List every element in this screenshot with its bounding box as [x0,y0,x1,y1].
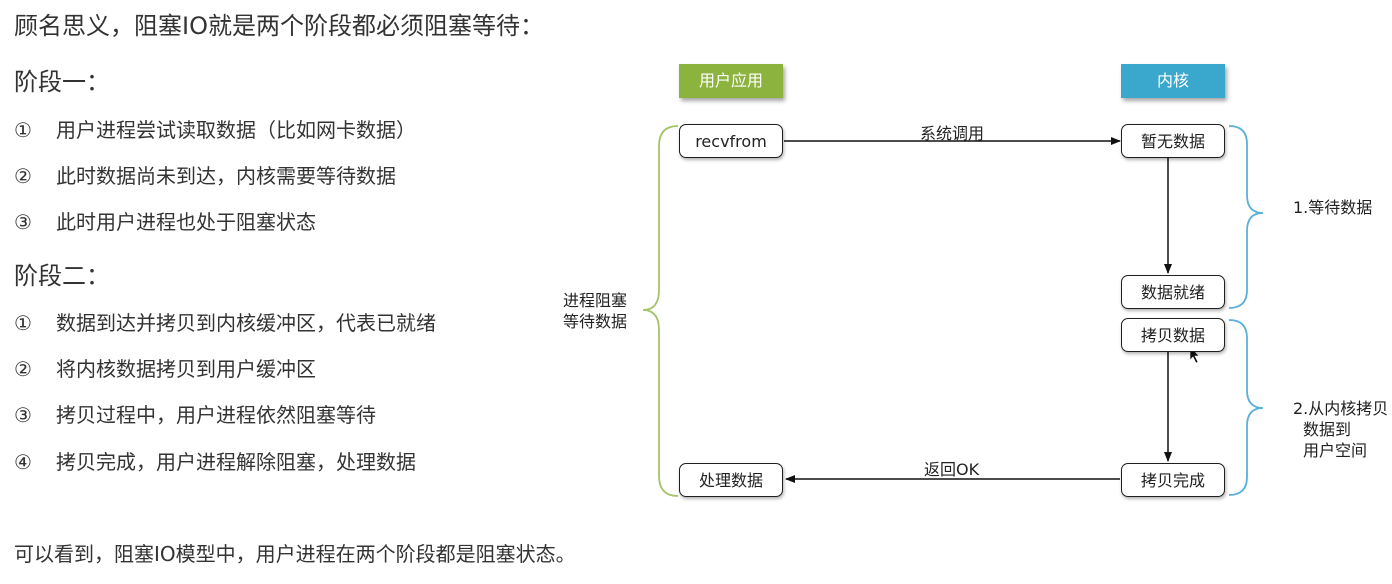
left-brace-label: 进程阻塞 等待数据 [563,290,627,332]
left-brace-label-line: 等待数据 [563,312,628,331]
process-data-node: 处理数据 [679,463,783,497]
right-brace-1-label: 1.等待数据 [1293,197,1372,218]
step-number: ① [14,311,32,335]
stage2-step-3: ③ 拷贝过程中，用户进程依然阻塞等待 [14,399,376,428]
left-brace-label-line: 进程阻塞 [563,291,628,310]
stage2-heading: 阶段二： [14,262,110,290]
step-text: 拷贝完成，用户进程解除阻塞，处理数据 [56,450,416,474]
stage1-heading: 阶段一： [14,68,110,96]
step-text: 此时用户进程也处于阻塞状态 [56,210,316,234]
right-brace-2-label-line: 数据到 [1303,420,1352,439]
conclusion-text: 可以看到，阻塞IO模型中，用户进程在两个阶段都是阻塞状态。 [14,542,576,566]
step-text: 拷贝过程中，用户进程依然阻塞等待 [56,403,376,427]
no-data-node: 暂无数据 [1121,124,1225,158]
step-text: 将内核数据拷贝到用户缓冲区 [56,357,316,381]
step-number: ④ [14,450,32,474]
left-brace [642,125,679,497]
step-number: ③ [14,403,32,427]
stage1-step-1: ① 用户进程尝试读取数据（比如网卡数据） [14,114,416,143]
recvfrom-node: recvfrom [679,124,783,158]
syscall-label: 系统调用 [920,124,985,143]
stage2-step-2: ② 将内核数据拷贝到用户缓冲区 [14,353,316,382]
right-brace-2 [1228,319,1264,496]
kernel-header: 内核 [1121,64,1225,98]
stage2-step-4: ④ 拷贝完成，用户进程解除阻塞，处理数据 [14,446,416,475]
stage1-step-3: ③ 此时用户进程也处于阻塞状态 [14,206,316,235]
step-number: ③ [14,210,32,234]
step-text: 此时数据尚未到达，内核需要等待数据 [56,164,396,188]
return-ok-label: 返回OK [924,460,980,479]
copy-done-node: 拷贝完成 [1121,463,1225,497]
right-brace-1-label-line: 1.等待数据 [1293,198,1373,217]
right-brace-2-label-line: 用户空间 [1303,441,1368,460]
data-ready-node: 数据就绪 [1121,275,1225,309]
step-number: ② [14,164,32,188]
right-brace-2-label-line: 2.从内核拷贝 [1293,399,1389,418]
page-title: 顾名思义，阻塞IO就是两个阶段都必须阻塞等待： [14,12,544,40]
step-number: ② [14,357,32,381]
step-number: ① [14,118,32,142]
step-text: 数据到达并拷贝到内核缓冲区，代表已就绪 [56,311,436,335]
stage2-step-1: ① 数据到达并拷贝到内核缓冲区，代表已就绪 [14,307,436,336]
user-app-header: 用户应用 [679,64,783,98]
step-text: 用户进程尝试读取数据（比如网卡数据） [56,118,416,142]
right-brace-2-label: 2.从内核拷贝 数据到 用户空间 [1293,398,1388,461]
right-brace-1 [1228,125,1264,309]
copy-data-node: 拷贝数据 [1121,318,1225,352]
stage1-step-2: ② 此时数据尚未到达，内核需要等待数据 [14,160,396,189]
